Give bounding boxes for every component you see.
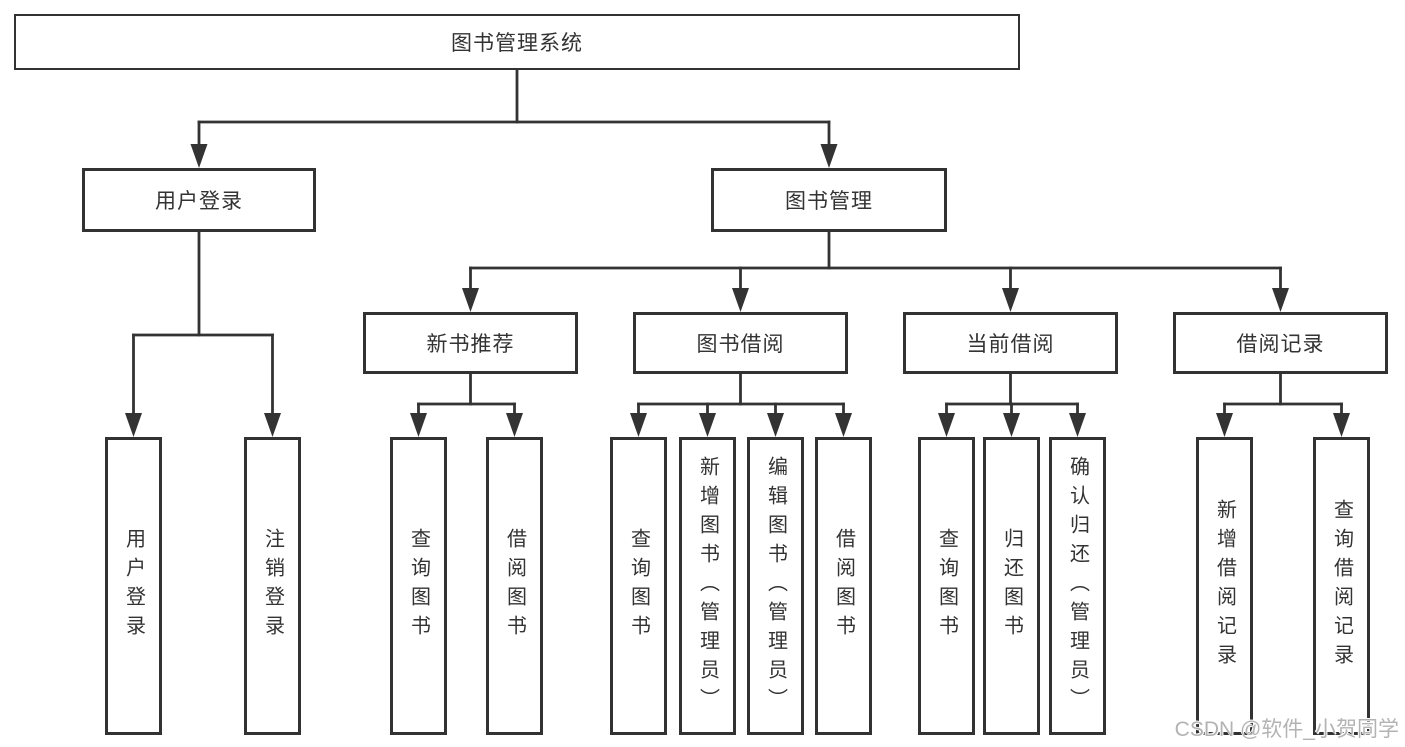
node-book-borrowing: 图书借阅 [633, 312, 848, 374]
node-book-management: 图书管理 [711, 168, 947, 232]
node-label: 查询图书 [407, 528, 430, 644]
node-label: 借阅图书 [832, 528, 855, 644]
node-add-book-admin: 新增图书（管理员） [679, 437, 736, 735]
node-label: 编辑图书（管理员） [764, 455, 787, 717]
node-label: 借阅记录 [1236, 333, 1325, 356]
node-return-book: 归还图书 [983, 437, 1040, 735]
node-borrow-book-2: 借阅图书 [815, 437, 872, 735]
node-user-login: 用户登录 [82, 168, 316, 232]
node-label: 确认归还（管理员） [1066, 455, 1089, 717]
node-edit-book-admin: 编辑图书（管理员） [747, 437, 804, 735]
node-label: 图书管理系统 [451, 32, 583, 55]
node-borrow-records: 借阅记录 [1173, 312, 1388, 374]
node-label: 新书推荐 [426, 333, 515, 356]
node-label: 用户登录 [155, 190, 243, 213]
node-logout: 注销登录 [244, 437, 301, 735]
node-add-borrow-record: 新增借阅记录 [1196, 437, 1253, 735]
node-borrow-book-1: 借阅图书 [486, 437, 543, 735]
node-user-login-leaf: 用户登录 [105, 437, 162, 735]
node-confirm-return-admin: 确认归还（管理员） [1049, 437, 1106, 735]
node-label: 图书借阅 [696, 333, 785, 356]
node-label: 归还图书 [1000, 528, 1023, 644]
node-library-system: 图书管理系统 [14, 14, 1020, 70]
node-label: 查询图书 [935, 528, 958, 644]
node-query-book-3: 查询图书 [918, 437, 975, 735]
csdn-watermark: CSDN @软件_小贺同学 [1174, 718, 1399, 741]
node-label: 用户登录 [122, 528, 145, 644]
node-label: 查询图书 [627, 528, 650, 644]
node-query-borrow-record: 查询借阅记录 [1313, 437, 1370, 735]
node-query-book-1: 查询图书 [390, 437, 447, 735]
node-label: 借阅图书 [503, 528, 526, 644]
node-label: 新增图书（管理员） [696, 455, 719, 717]
node-current-borrowing: 当前借阅 [903, 312, 1118, 374]
node-label: 新增借阅记录 [1213, 499, 1236, 673]
node-label: 查询借阅记录 [1330, 499, 1353, 673]
node-new-book-recommend: 新书推荐 [363, 312, 578, 374]
node-label: 图书管理 [785, 190, 873, 213]
node-label: 当前借阅 [966, 333, 1055, 356]
node-query-book-2: 查询图书 [610, 437, 667, 735]
node-label: 注销登录 [261, 528, 284, 644]
